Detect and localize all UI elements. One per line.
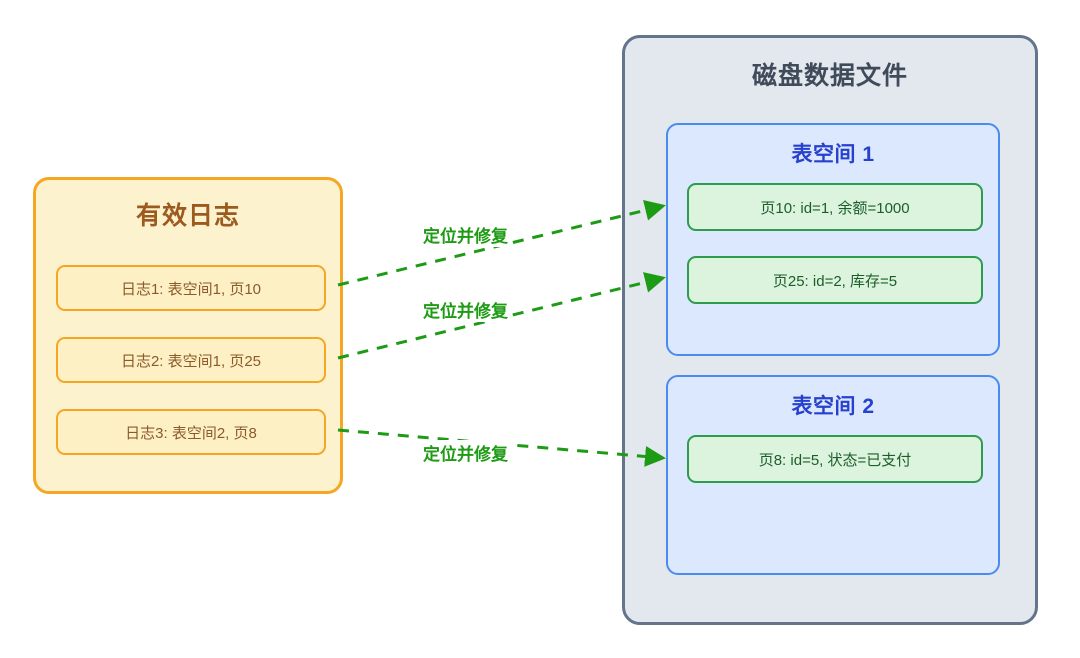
page-box-25-label: 页25: id=2, 库存=5 (772, 272, 898, 290)
valid-log-panel: 有效日志 日志1: 表空间1, 页10 日志2: 表空间1, 页25 日志3: … (33, 177, 343, 494)
tablespace-2-title: 表空间 2 (791, 395, 875, 418)
log-entry-1-label: 日志1: 表空间1, 页10 (120, 280, 262, 298)
repair-arrow-1-label: 定位并修复 (420, 222, 511, 247)
page-box-8-label: 页8: id=5, 状态=已支付 (758, 451, 912, 469)
page-box-10-label: 页10: id=1, 余额=1000 (760, 199, 910, 217)
disk-data-file-title: 磁盘数据文件 (751, 62, 908, 90)
page-box-25: 页25: id=2, 库存=5 (687, 256, 983, 304)
disk-data-file-panel: 磁盘数据文件 表空间 1 页10: id=1, 余额=1000 页25: id=… (622, 35, 1038, 625)
valid-log-panel-title: 有效日志 (135, 202, 240, 230)
tablespace-1-title: 表空间 1 (791, 143, 875, 166)
log-entry-2: 日志2: 表空间1, 页25 (56, 337, 326, 383)
log-entry-1: 日志1: 表空间1, 页10 (56, 265, 326, 311)
tablespace-1-box: 表空间 1 页10: id=1, 余额=1000 页25: id=2, 库存=5 (666, 123, 1000, 356)
log-entry-2-label: 日志2: 表空间1, 页25 (120, 352, 262, 370)
page-box-8: 页8: id=5, 状态=已支付 (687, 435, 983, 483)
tablespace-2-box: 表空间 2 页8: id=5, 状态=已支付 (666, 375, 1000, 575)
page-box-10: 页10: id=1, 余额=1000 (687, 183, 983, 231)
repair-arrow-2-label: 定位并修复 (420, 297, 511, 322)
log-entry-3-label: 日志3: 表空间2, 页8 (125, 424, 257, 442)
repair-arrow-3-label: 定位并修复 (420, 440, 511, 465)
log-entry-3: 日志3: 表空间2, 页8 (56, 409, 326, 455)
